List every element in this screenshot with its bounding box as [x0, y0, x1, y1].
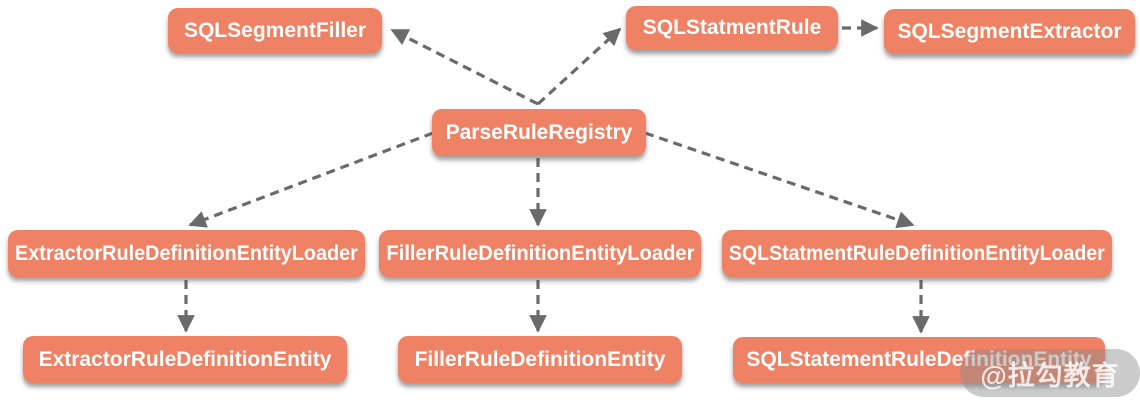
node-sql-statement-rule-definition-entity: SQLStatementRuleDefinitionEntity	[733, 337, 1105, 383]
node-label: SQLStatementRuleDefinitionEntity	[746, 348, 1092, 371]
watermark-text: @拉勾教育	[980, 360, 1120, 391]
node-label: FillerRuleDefinitionEntity	[414, 347, 666, 371]
node-label: ExtractorRuleDefinitionEntity	[38, 347, 332, 371]
edge-registry-to-statmentloader	[644, 131, 915, 229]
node-extractor-rule-definition-entity: ExtractorRuleDefinitionEntity	[23, 336, 347, 383]
node-sql-statment-rule-definition-entity-loader: SQLStatmentRuleDefinitionEntityLoader	[722, 230, 1112, 277]
node-label: SQLStatmentRuleDefinitionEntityLoader	[729, 241, 1105, 265]
node-label: ExtractorRuleDefinitionEntityLoader	[15, 241, 358, 265]
node-sql-segment-extractor: SQLSegmentExtractor	[884, 9, 1135, 54]
edge-registry-to-extractorloader	[188, 131, 434, 228]
node-label: SQLSegmentFiller	[183, 18, 367, 42]
node-filler-rule-definition-entity: FillerRuleDefinitionEntity	[398, 336, 682, 383]
watermark-badge: @拉勾教育	[960, 349, 1140, 397]
node-filler-rule-definition-entity-loader: FillerRuleDefinitionEntityLoader	[379, 230, 701, 277]
node-sql-statment-rule: SQLStatmentRule	[626, 6, 838, 50]
node-label: ParseRuleRegistry	[445, 120, 633, 144]
node-label: SQLStatmentRule	[642, 16, 822, 39]
node-label: FillerRuleDefinitionEntityLoader	[385, 241, 695, 265]
node-extractor-rule-definition-entity-loader: ExtractorRuleDefinitionEntityLoader	[8, 230, 365, 277]
node-parse-rule-registry: ParseRuleRegistry	[432, 109, 646, 156]
edge-registry-to-statmentrule	[536, 27, 622, 106]
node-sql-segment-filler: SQLSegmentFiller	[168, 8, 382, 53]
node-label: SQLSegmentExtractor	[897, 19, 1122, 43]
edge-registry-to-segmentfiller	[390, 28, 539, 106]
